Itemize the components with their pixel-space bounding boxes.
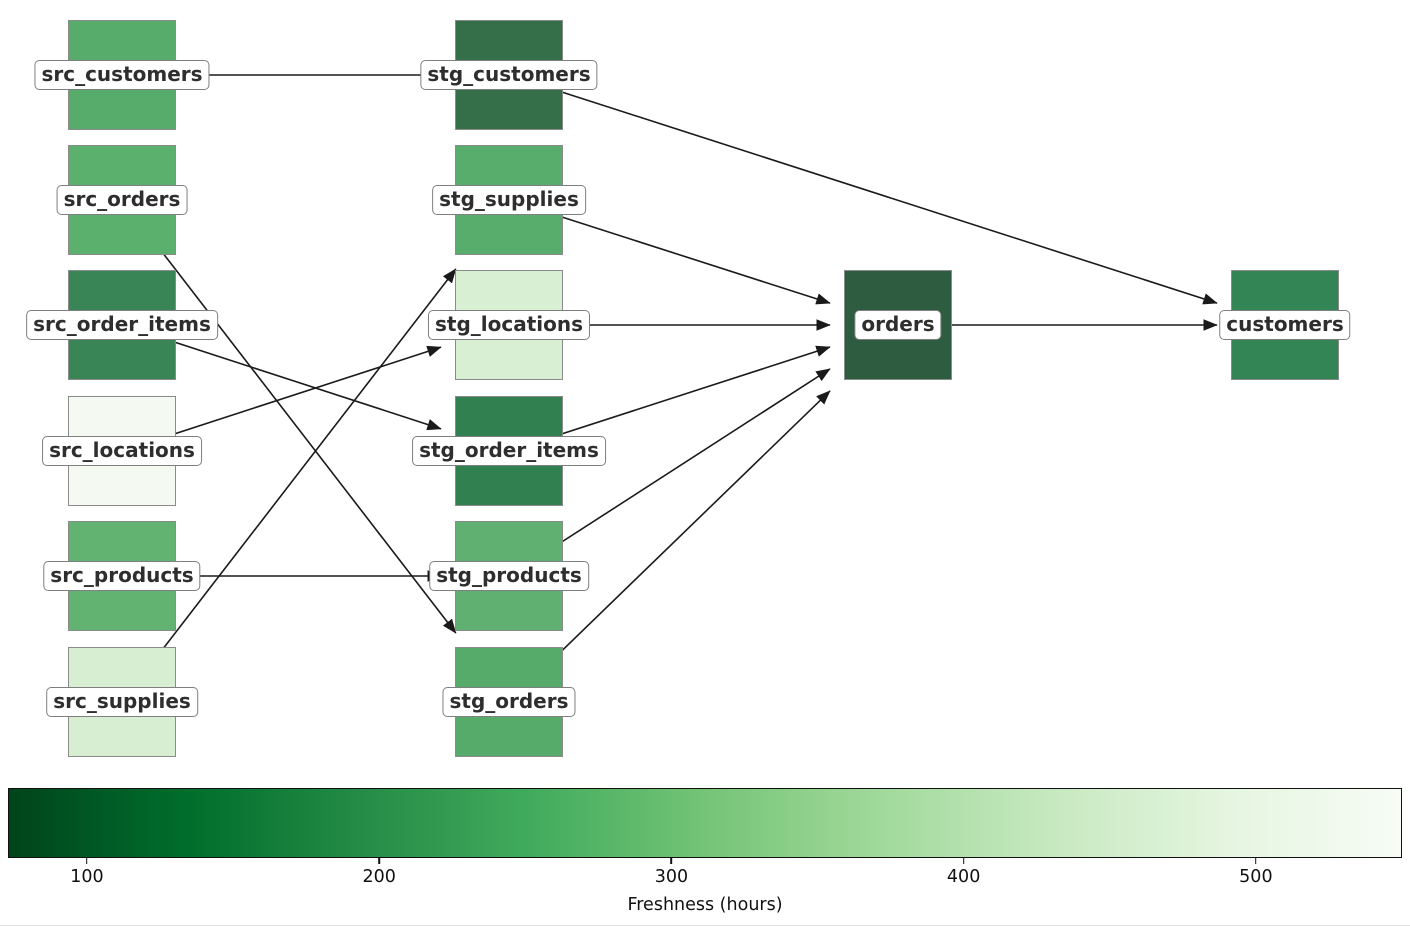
node-label-src_customers: src_customers [34,60,210,90]
node-label-stg_products: stg_products [429,561,589,591]
node-label-stg_customers: stg_customers [420,60,598,90]
colorbar-tick-mark-200 [378,858,380,864]
figure-bottom-border [0,924,1410,926]
colorbar-axis-label: Freshness (hours) [627,895,783,915]
colorbar-tick-mark-100 [86,858,88,864]
node-label-orders: orders [854,310,942,340]
edge-src_orders-stg_orders [121,199,457,634]
node-label-src_locations: src_locations [42,436,202,466]
colorbar-tick-label-500: 500 [1239,867,1273,887]
colorbar-tick-mark-400 [962,858,965,864]
colorbar-tick-label-400: 400 [946,867,981,887]
node-label-stg_locations: stg_locations [427,310,591,340]
edge-stg_customers-customers [508,74,1218,305]
node-label-src_order_items: src_order_items [26,310,218,340]
node-label-customers: customers [1219,310,1351,340]
colorbar-tick-label-300: 300 [654,867,689,887]
node-label-stg_supplies: stg_supplies [432,185,586,215]
freshness-colorbar [8,788,1402,858]
node-label-src_products: src_products [43,561,201,591]
colorbar-tick-label-100: 100 [70,867,104,887]
node-label-stg_orders: stg_orders [442,687,576,717]
colorbar-tick-mark-500 [1255,858,1257,864]
node-label-stg_order_items: stg_order_items [412,436,606,466]
colorbar-tick-label-200: 200 [362,867,396,887]
colorbar-tick-mark-300 [670,858,673,864]
edge-src_supplies-stg_supplies [121,268,457,703]
node-label-src_supplies: src_supplies [46,687,198,717]
node-label-src_orders: src_orders [56,185,188,215]
